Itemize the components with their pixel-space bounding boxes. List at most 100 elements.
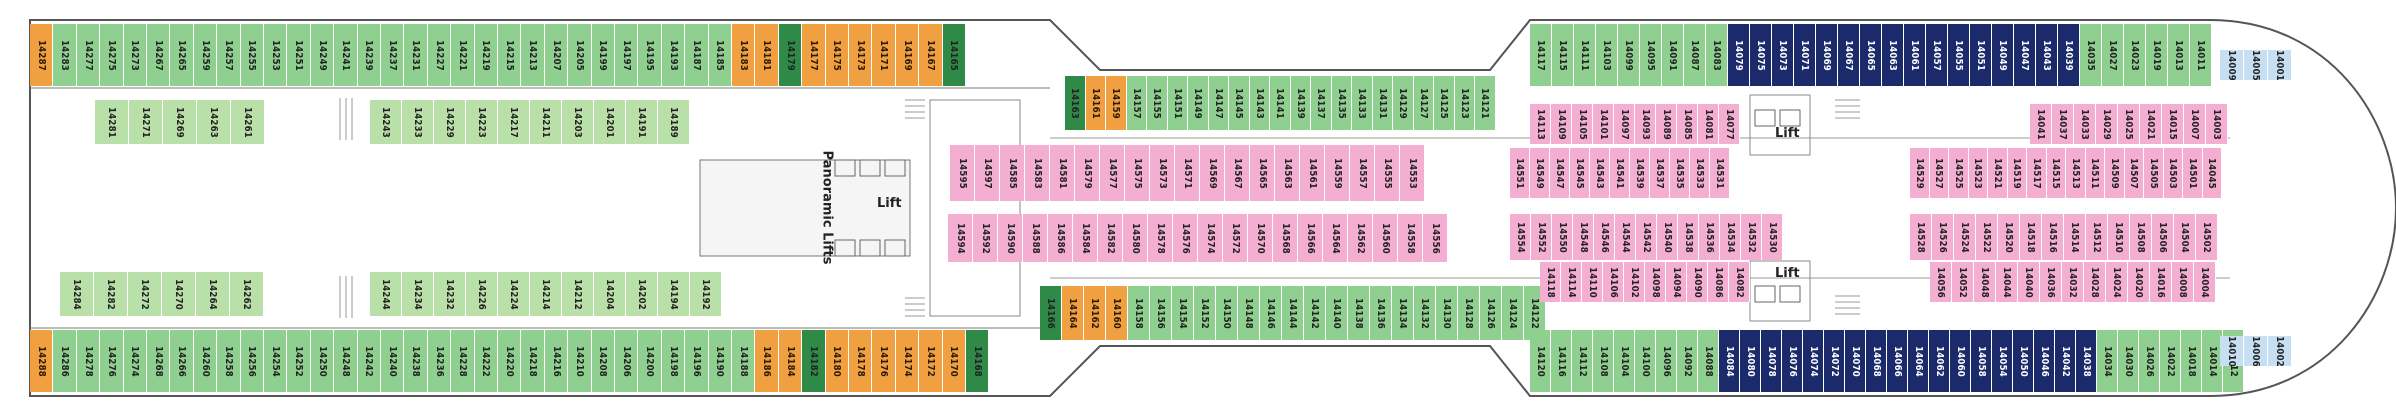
cabin-14066[interactable]: 14066 — [1887, 330, 1908, 392]
cabin-14267[interactable]: 14267 — [147, 24, 171, 86]
cabin-14239[interactable]: 14239 — [357, 24, 381, 86]
cabin-14203[interactable]: 14203 — [562, 100, 594, 144]
cabin-14130[interactable]: 14130 — [1436, 286, 1458, 340]
cabin-14032[interactable]: 14032 — [2062, 262, 2084, 302]
cabin-14227[interactable]: 14227 — [427, 24, 452, 86]
cabin-14065[interactable]: 14065 — [1860, 24, 1882, 86]
cabin-14274[interactable]: 14274 — [123, 330, 147, 392]
cabin-14021[interactable]: 14021 — [2140, 104, 2162, 144]
cabin-14509[interactable]: 14509 — [2105, 148, 2125, 198]
cabin-14579[interactable]: 14579 — [1075, 145, 1100, 201]
cabin-14261[interactable]: 14261 — [231, 100, 265, 144]
cabin-14055[interactable]: 14055 — [1948, 24, 1970, 86]
cabin-14051[interactable]: 14051 — [1970, 24, 1992, 86]
cabin-14076[interactable]: 14076 — [1782, 330, 1803, 392]
cabin-14202[interactable]: 14202 — [626, 272, 658, 316]
cabin-14016[interactable]: 14016 — [2150, 262, 2172, 302]
cabin-14004[interactable]: 14004 — [2194, 262, 2216, 302]
cabin-14519[interactable]: 14519 — [2007, 148, 2027, 198]
cabin-14217[interactable]: 14217 — [498, 100, 530, 144]
cabin-14287[interactable]: 14287 — [30, 24, 54, 86]
cabin-14216[interactable]: 14216 — [544, 330, 569, 392]
cabin-14001[interactable]: 14001 — [2268, 50, 2292, 80]
cabin-14161[interactable]: 14161 — [1085, 76, 1106, 130]
cabin-14538[interactable]: 14538 — [1678, 214, 1699, 260]
cabin-14210[interactable]: 14210 — [568, 330, 592, 392]
cabin-14195[interactable]: 14195 — [638, 24, 662, 86]
cabin-14172[interactable]: 14172 — [919, 330, 943, 392]
cabin-14214[interactable]: 14214 — [530, 272, 562, 316]
cabin-14523[interactable]: 14523 — [1968, 148, 1988, 198]
cabin-14515[interactable]: 14515 — [2046, 148, 2066, 198]
cabin-14236[interactable]: 14236 — [427, 330, 452, 392]
cabin-14173[interactable]: 14173 — [849, 24, 873, 86]
cabin-14110[interactable]: 14110 — [1582, 262, 1603, 302]
cabin-14283[interactable]: 14283 — [53, 24, 77, 86]
cabin-14205[interactable]: 14205 — [568, 24, 592, 86]
cabin-14594[interactable]: 14594 — [948, 214, 973, 262]
cabin-14056[interactable]: 14056 — [1930, 262, 1952, 302]
cabin-14584[interactable]: 14584 — [1073, 214, 1098, 262]
cabin-14551[interactable]: 14551 — [1510, 148, 1530, 198]
cabin-14159[interactable]: 14159 — [1106, 76, 1127, 130]
cabin-14250[interactable]: 14250 — [310, 330, 335, 392]
cabin-14586[interactable]: 14586 — [1048, 214, 1073, 262]
cabin-14220[interactable]: 14220 — [498, 330, 522, 392]
cabin-14158[interactable]: 14158 — [1128, 286, 1150, 340]
cabin-14229[interactable]: 14229 — [434, 100, 466, 144]
cabin-14259[interactable]: 14259 — [193, 24, 218, 86]
cabin-14077[interactable]: 14077 — [1719, 104, 1740, 144]
cabin-14258[interactable]: 14258 — [217, 330, 241, 392]
cabin-14038[interactable]: 14038 — [2076, 330, 2097, 392]
cabin-14233[interactable]: 14233 — [402, 100, 434, 144]
cabin-14094[interactable]: 14094 — [1666, 262, 1687, 302]
cabin-14129[interactable]: 14129 — [1393, 76, 1414, 130]
cabin-14188[interactable]: 14188 — [732, 330, 756, 392]
cabin-14570[interactable]: 14570 — [1248, 214, 1273, 262]
cabin-14532[interactable]: 14532 — [1741, 214, 1762, 260]
cabin-14104[interactable]: 14104 — [1614, 330, 1635, 392]
cabin-14084[interactable]: 14084 — [1719, 330, 1740, 392]
cabin-14132[interactable]: 14132 — [1414, 286, 1436, 340]
cabin-14117[interactable]: 14117 — [1530, 24, 1552, 86]
cabin-14243[interactable]: 14243 — [370, 100, 402, 144]
cabin-14030[interactable]: 14030 — [2118, 330, 2139, 392]
cabin-14505[interactable]: 14505 — [2144, 148, 2164, 198]
cabin-14061[interactable]: 14061 — [1904, 24, 1926, 86]
cabin-14134[interactable]: 14134 — [1392, 286, 1414, 340]
cabin-14537[interactable]: 14537 — [1650, 148, 1670, 198]
cabin-14273[interactable]: 14273 — [123, 24, 147, 86]
cabin-14175[interactable]: 14175 — [825, 24, 849, 86]
cabin-14026[interactable]: 14026 — [2139, 330, 2160, 392]
cabin-14529[interactable]: 14529 — [1910, 148, 1930, 198]
cabin-14124[interactable]: 14124 — [1502, 286, 1524, 340]
cabin-14013[interactable]: 14013 — [2168, 24, 2190, 86]
cabin-14163[interactable]: 14163 — [1065, 76, 1086, 130]
cabin-14121[interactable]: 14121 — [1475, 76, 1496, 130]
cabin-14146[interactable]: 14146 — [1260, 286, 1282, 340]
cabin-14567[interactable]: 14567 — [1225, 145, 1250, 201]
cabin-14199[interactable]: 14199 — [591, 24, 615, 86]
cabin-14116[interactable]: 14116 — [1551, 330, 1572, 392]
cabin-14046[interactable]: 14046 — [2034, 330, 2055, 392]
cabin-14063[interactable]: 14063 — [1882, 24, 1904, 86]
cabin-14039[interactable]: 14039 — [2058, 24, 2080, 86]
cabin-14025[interactable]: 14025 — [2118, 104, 2140, 144]
cabin-14256[interactable]: 14256 — [240, 330, 264, 392]
cabin-14541[interactable]: 14541 — [1610, 148, 1630, 198]
cabin-14549[interactable]: 14549 — [1530, 148, 1550, 198]
cabin-14232[interactable]: 14232 — [434, 272, 466, 316]
cabin-14178[interactable]: 14178 — [849, 330, 873, 392]
cabin-14083[interactable]: 14083 — [1706, 24, 1728, 86]
cabin-14536[interactable]: 14536 — [1699, 214, 1720, 260]
cabin-14561[interactable]: 14561 — [1300, 145, 1325, 201]
cabin-14020[interactable]: 14020 — [2128, 262, 2150, 302]
cabin-14147[interactable]: 14147 — [1208, 76, 1229, 130]
cabin-14036[interactable]: 14036 — [2040, 262, 2062, 302]
cabin-14133[interactable]: 14133 — [1352, 76, 1373, 130]
cabin-14512[interactable]: 14512 — [2086, 214, 2108, 260]
cabin-14575[interactable]: 14575 — [1125, 145, 1150, 201]
cabin-14501[interactable]: 14501 — [2183, 148, 2203, 198]
cabin-14169[interactable]: 14169 — [895, 24, 920, 86]
cabin-14525[interactable]: 14525 — [1949, 148, 1969, 198]
